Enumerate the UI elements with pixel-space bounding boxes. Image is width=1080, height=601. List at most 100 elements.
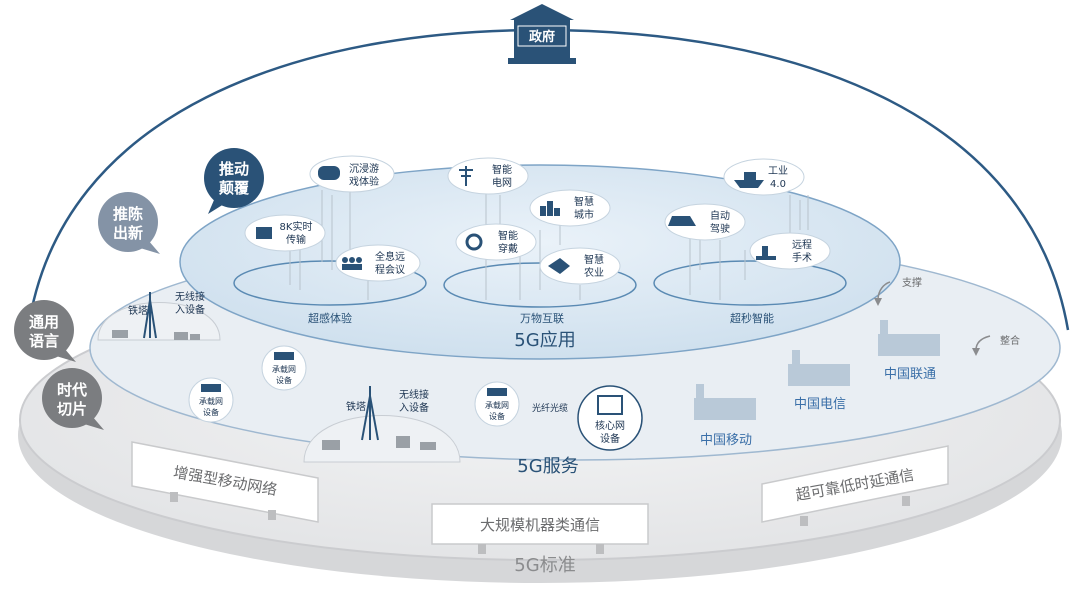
- network-device-icon: [487, 388, 507, 396]
- bearer-node-b: 承载网 设备: [188, 377, 234, 423]
- group-ellipse-3: [653, 260, 847, 306]
- svg-text:驾驶: 驾驶: [710, 222, 730, 235]
- app-item-surgery: 远程 手术: [749, 232, 831, 270]
- svg-text:出新: 出新: [113, 224, 143, 242]
- svg-text:农业: 农业: [584, 266, 604, 279]
- app-item-smart-city: 智慧 城市: [529, 189, 611, 227]
- svg-text:承载网: 承载网: [199, 396, 223, 406]
- svg-text:铁塔: 铁塔: [128, 304, 148, 317]
- layer-label-application: 5G应用: [514, 330, 575, 351]
- app-stems: [289, 190, 809, 300]
- group-label-smart: 超秒智能: [730, 311, 774, 325]
- layer-label-service: 5G服务: [517, 456, 578, 477]
- svg-text:设备: 设备: [489, 411, 505, 421]
- city-icon: [540, 201, 560, 216]
- svg-text:智慧: 智慧: [584, 253, 604, 266]
- svg-text:推陈: 推陈: [113, 205, 143, 223]
- svg-text:4.0: 4.0: [770, 179, 786, 190]
- svg-text:传输: 传输: [286, 233, 306, 246]
- group-label-iot: 万物互联: [520, 311, 564, 325]
- network-device-icon: [274, 352, 294, 360]
- standard-board-embb: 增强型移动网络: [131, 441, 319, 523]
- svg-text:时代: 时代: [57, 381, 87, 399]
- government-label: 政府: [529, 29, 555, 45]
- svg-text:承载网: 承载网: [272, 364, 296, 374]
- network-device-icon: [201, 384, 221, 392]
- svg-text:设备: 设备: [276, 375, 292, 385]
- app-item-autonomous: 自动 驾驶: [664, 203, 746, 241]
- app-item-wearable: 智能 穿戴: [455, 223, 537, 261]
- svg-text:无线接: 无线接: [175, 290, 205, 303]
- svg-text:颠覆: 颠覆: [218, 179, 250, 197]
- bubble-common-language: 通用 语言: [14, 300, 76, 362]
- svg-text:中国移动: 中国移动: [700, 433, 752, 448]
- svg-text:通用: 通用: [29, 313, 59, 331]
- bearer-node-c: 承载网 设备: [474, 381, 520, 427]
- svg-text:中国电信: 中国电信: [794, 397, 846, 412]
- power-pylon-icon: [459, 166, 473, 186]
- app-item-smart-grid: 智能 电网: [447, 157, 529, 195]
- svg-text:语言: 语言: [29, 332, 59, 350]
- svg-text:智能: 智能: [492, 163, 512, 176]
- core-network-node: 核心网 设备: [577, 385, 643, 451]
- surgery-icon: [756, 246, 776, 260]
- svg-text:工业: 工业: [768, 165, 788, 177]
- app-item-industry: 工业 4.0: [723, 158, 805, 196]
- svg-text:中国联通: 中国联通: [884, 367, 936, 382]
- svg-text:戏体验: 戏体验: [349, 175, 379, 188]
- watch-icon: [465, 233, 483, 251]
- svg-text:设备: 设备: [203, 407, 219, 417]
- svg-text:核心网: 核心网: [595, 419, 625, 432]
- svg-text:智能: 智能: [498, 229, 518, 242]
- service-site-left: 铁塔 无线接 入设备: [97, 290, 221, 341]
- bubble-innovate: 推陈 出新: [98, 192, 160, 254]
- antenna-tower-icon: [361, 386, 379, 441]
- ship-icon: [734, 172, 764, 188]
- bearer-node-a: 承载网 设备: [261, 345, 307, 391]
- svg-text:自动: 自动: [710, 209, 730, 222]
- svg-text:承载网: 承载网: [485, 400, 509, 410]
- factory-icon: [878, 320, 940, 356]
- svg-text:程会议: 程会议: [375, 263, 405, 276]
- svg-text:切片: 切片: [57, 400, 87, 418]
- bank-building-icon: [510, 4, 574, 20]
- tv-icon: [256, 227, 272, 239]
- operator-telecom: 中国电信: [788, 350, 850, 412]
- server-icon: [597, 395, 623, 415]
- svg-text:远程: 远程: [792, 239, 812, 251]
- group-ellipse-1: [233, 260, 427, 306]
- svg-text:城市: 城市: [574, 208, 594, 221]
- svg-text:沉浸游: 沉浸游: [349, 162, 379, 175]
- factory-icon: [788, 350, 850, 386]
- operator-mobile: 中国移动: [694, 384, 756, 448]
- fiber-label: 光纤光缆: [532, 402, 568, 414]
- svg-text:推动: 推动: [219, 160, 249, 178]
- support-label: 支撑: [902, 276, 922, 289]
- svg-text:电网: 电网: [492, 176, 512, 189]
- group-label-super-sense: 超感体验: [308, 311, 352, 325]
- service-site-center: 铁塔 无线接 入设备: [303, 386, 461, 463]
- svg-text:全息远: 全息远: [375, 250, 405, 263]
- svg-text:8K实时: 8K实时: [280, 220, 313, 233]
- integrate-label: 整合: [1000, 334, 1020, 347]
- support-arrow: [877, 281, 891, 301]
- operator-unicom: 中国联通: [878, 320, 940, 382]
- bubble-era-slice: 时代 切片: [42, 368, 104, 430]
- svg-text:智慧: 智慧: [574, 195, 594, 208]
- gamepad-icon: [318, 166, 340, 180]
- app-item-agriculture: 智慧 农业: [539, 247, 621, 285]
- app-item-hologram: 全息远 程会议: [335, 244, 421, 282]
- svg-text:入设备: 入设备: [399, 401, 429, 414]
- app-item-gaming: 沉浸游 戏体验: [309, 155, 395, 193]
- drone-icon: [548, 258, 570, 274]
- svg-text:铁塔: 铁塔: [346, 400, 366, 413]
- layer-label-standard: 5G标准: [514, 555, 575, 576]
- app-item-8k: 8K实时 传输: [244, 214, 326, 252]
- svg-text:穿戴: 穿戴: [498, 242, 518, 255]
- antenna-tower-icon: [143, 292, 157, 339]
- svg-text:无线接: 无线接: [399, 388, 429, 401]
- standard-board-mmtc: 大规模机器类通信: [431, 503, 649, 554]
- government-badge: 政府: [508, 4, 576, 64]
- svg-text:设备: 设备: [600, 432, 620, 445]
